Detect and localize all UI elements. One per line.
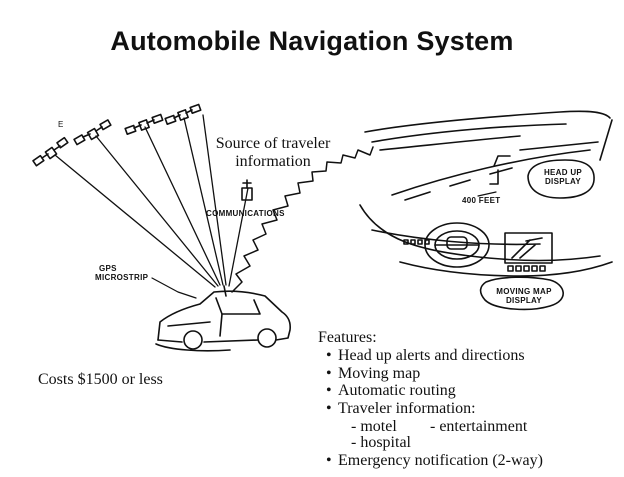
moving-map-label: MOVING MAP [496, 287, 552, 296]
costs-label: Costs $1500 or less [38, 371, 163, 388]
source-label-line-1: Source of traveler [215, 135, 331, 152]
source-of-traveler-information-label: Source of traveler information [203, 135, 343, 171]
microstrip-label: MICROSTRIP [95, 273, 149, 282]
moving-map-display-label: MOVING MAP DISPLAY [490, 287, 558, 305]
feature-item: •Head up alerts and directions [326, 347, 525, 364]
sub-item-hospital: - hospital [351, 434, 411, 451]
feature-item: •Automatic routing [326, 382, 456, 400]
gps-signal-rays [54, 114, 249, 288]
satellite-1-icon [32, 136, 69, 167]
moving-map-screen-icon [479, 232, 564, 311]
satellite-mark: E [58, 120, 63, 129]
head-up-display-label: HEAD UP DISPLAY [538, 168, 588, 186]
satellite-4-icon [164, 103, 202, 125]
communications-label: COMMUNICATIONS [206, 209, 285, 218]
feature-bullet: • [326, 382, 332, 400]
moving-map-display-word: DISPLAY [505, 296, 543, 305]
features-list: •Head up alerts and directions •Moving m… [326, 347, 525, 417]
head-up-display-icon [489, 155, 595, 199]
distance-label: 400 FEET [462, 196, 501, 205]
dashboard-sketch [359, 110, 613, 277]
feature-bullet: • [326, 347, 332, 364]
gps-pointer-line [151, 277, 197, 299]
feature-bullet: • [326, 399, 332, 417]
source-label-line-2: information [235, 153, 311, 170]
feature-bullet: • [326, 452, 332, 469]
communication-link-beam [231, 146, 374, 293]
satellite-2-icon [73, 119, 112, 146]
diagram-title: Automobile Navigation System [110, 26, 514, 56]
feature-item: •Moving map [326, 364, 421, 382]
gps-label: GPS [99, 264, 117, 273]
feature-item: •Traveler information: [326, 399, 476, 417]
gps-microstrip-label: GPS MICROSTRIP [95, 264, 148, 282]
sub-item-entertainment: - entertainment [430, 418, 528, 435]
features-heading: Features: [318, 329, 377, 346]
feature-bullet: • [326, 364, 332, 382]
steering-wheel-icon [424, 222, 490, 268]
communications-antenna-icon [241, 179, 253, 201]
feature-item-emergency: •Emergency notification (2-way) [326, 452, 543, 469]
dashboard-buttons [403, 239, 430, 245]
sub-item-motel: - motel [351, 418, 397, 435]
distance-pointer-line [477, 191, 497, 197]
head-up-display-word: DISPLAY [544, 177, 582, 186]
head-up-label: HEAD UP [543, 168, 583, 177]
satellite-3-icon [124, 113, 164, 135]
car-icon [155, 285, 291, 352]
